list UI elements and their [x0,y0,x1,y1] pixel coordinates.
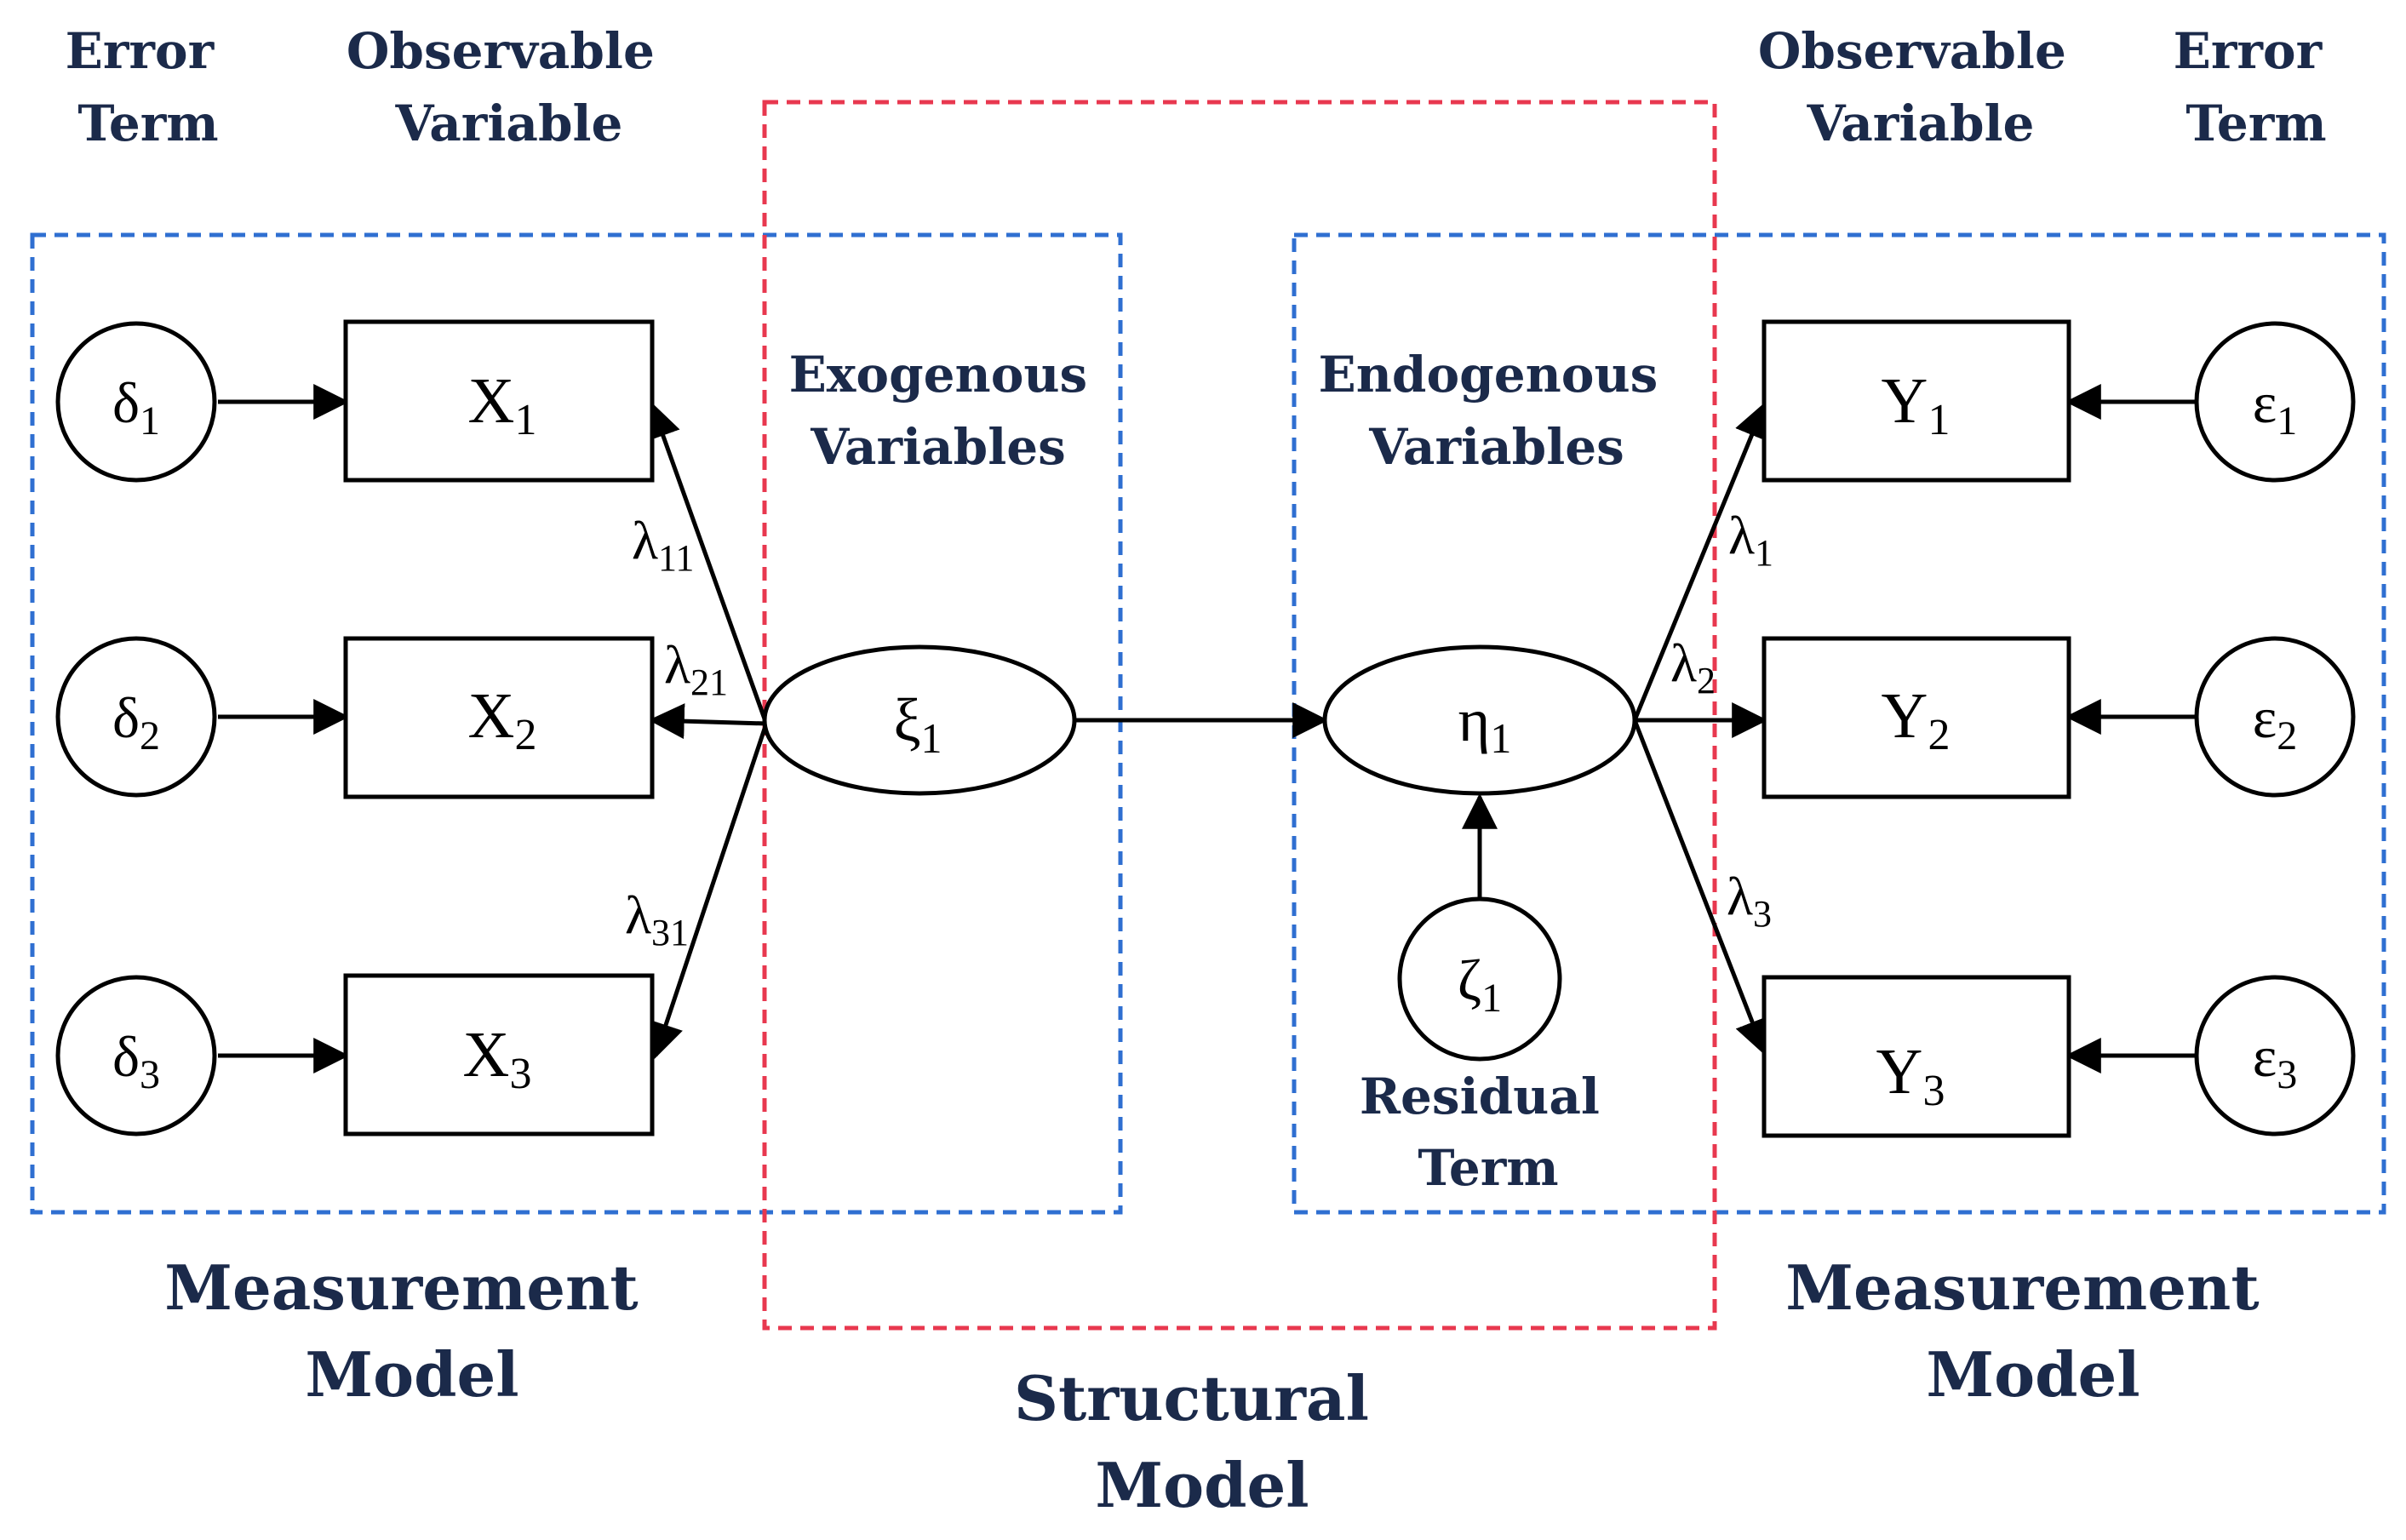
arrow-xi-x2 [648,703,767,740]
y1-label: Y1 [1882,365,1951,444]
xi-label: ξ1 [893,686,942,762]
x2-box [343,636,655,799]
epsilon1-node [2194,321,2356,483]
zeta-node [1397,896,1562,1062]
right-error-term-header: Error Term [2174,22,2340,152]
eta-label: η1 [1458,686,1512,762]
delta3-node [55,975,217,1136]
delta2-label: δ2 [112,685,160,759]
right-measurement-model-label: Measurement Model [1785,1251,2280,1411]
delta1-label: δ1 [112,370,160,444]
left-measurement-model-label: Measurement Model [164,1251,659,1411]
epsilon2-label: ε2 [2253,685,2298,759]
left-observable-variable-header: Observable Variable [347,22,672,152]
structural-model-label: Structural Model [1014,1362,1390,1521]
left-measurement-model-region [30,232,1123,1215]
lambda11-label: λ11 [632,510,694,579]
delta1-node [55,321,217,483]
right-measurement-model-region [1292,232,2386,1215]
lambda31-label: λ31 [625,884,689,953]
exogenous-variables-label: Exogenous Variables [789,346,1105,476]
y3-label: Y3 [1876,1036,1945,1115]
epsilon2-node [2194,636,2356,798]
delta2-node [55,636,217,798]
epsilon3-node [2194,975,2356,1136]
lambda1-label: λ1 [1728,505,1773,574]
arrow-eta-y3 [1632,719,1769,1056]
arrow-xi-x3 [649,723,769,1059]
residual-term-label: Residual Term [1360,1068,1617,1197]
epsilon3-label: ε3 [2253,1024,2298,1097]
lambda3-label: λ3 [1727,866,1772,935]
right-observable-variable-header: Observable Variable [1758,22,2083,152]
eta-node [1322,644,1637,796]
arrow-xi-x1 [645,402,769,724]
lambda2-label: λ2 [1670,633,1716,701]
x2-label: X2 [468,680,537,759]
y2-box [1762,636,2071,799]
left-error-term-header: Error Term [66,22,232,152]
delta3-label: δ3 [112,1024,160,1097]
lambda21-label: λ21 [664,634,728,703]
x1-box [343,319,655,483]
structural-model-region [762,100,1717,1331]
zeta-label: ζ1 [1458,947,1502,1021]
y1-box [1762,319,2071,483]
epsilon1-label: ε1 [2253,370,2298,444]
x1-label: X1 [468,365,537,444]
arrow-eta-y1 [1632,402,1769,721]
endogenous-variables-label: Endogenous Variables [1319,346,1676,476]
xi-node [762,644,1077,796]
y3-box [1762,975,2071,1138]
x3-box [343,973,655,1136]
y2-label: Y2 [1882,680,1951,759]
x3-label: X3 [463,1019,532,1098]
